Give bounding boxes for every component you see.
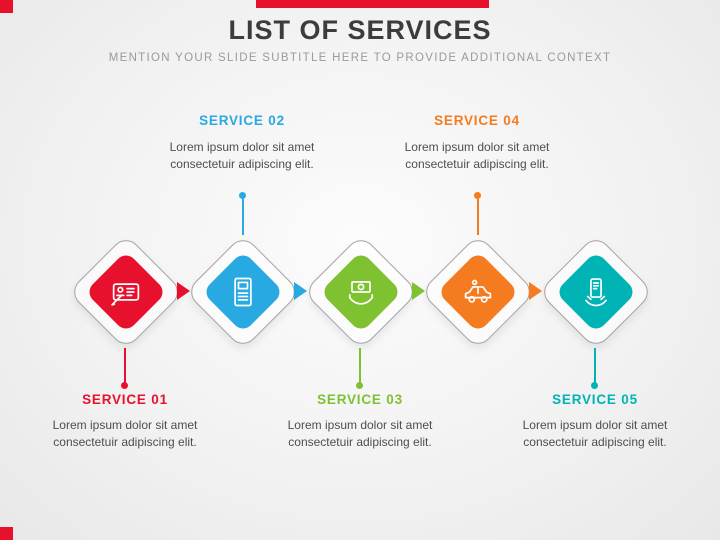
connector-dot-service-01	[121, 382, 128, 389]
connector-line-service-04	[477, 199, 479, 235]
corner-square-bottom-left	[0, 527, 13, 540]
service-02-label: SERVICE 02	[199, 113, 285, 128]
money-hands-icon	[348, 281, 374, 305]
connector-line-service-01	[124, 348, 126, 383]
service-05-label: SERVICE 05	[552, 392, 638, 407]
diamond-inner-service-03	[319, 250, 403, 334]
top-accent-bar	[256, 0, 489, 8]
diamond-service-02	[185, 234, 301, 350]
device-hands-icon	[585, 278, 607, 307]
flow-arrow-2-icon	[294, 282, 307, 300]
service-03-description: Lorem ipsum dolor sit amet consectetuir …	[287, 418, 433, 450]
diamond-inner-service-04	[436, 250, 520, 334]
diamond-inner-service-01	[84, 250, 168, 334]
service-01-description: Lorem ipsum dolor sit amet consectetuir …	[52, 418, 198, 450]
service-01-label: SERVICE 01	[82, 392, 168, 407]
corner-square-top-left	[0, 0, 13, 13]
diamond-service-01	[68, 234, 184, 350]
diamond-service-03	[303, 234, 419, 350]
atm-machine-icon	[234, 277, 252, 307]
connector-line-service-02	[242, 199, 244, 235]
connector-dot-service-03	[356, 382, 363, 389]
connector-line-service-05	[594, 348, 596, 383]
diamond-inner-service-05	[554, 250, 638, 334]
flow-arrow-1-icon	[177, 282, 190, 300]
service-04-description: Lorem ipsum dolor sit amet consectetuir …	[404, 140, 550, 172]
page-title: LIST OF SERVICES	[228, 15, 492, 45]
id-card-icon	[111, 283, 140, 306]
car-service-icon	[464, 279, 492, 303]
page-subtitle: MENTION YOUR SLIDE SUBTITLE HERE TO PROV…	[108, 52, 612, 64]
flow-arrow-3-icon	[412, 282, 425, 300]
service-05-description: Lorem ipsum dolor sit amet consectetuir …	[522, 418, 668, 450]
connector-dot-service-02	[239, 192, 246, 199]
service-03-label: SERVICE 03	[317, 392, 403, 407]
service-04-label: SERVICE 04	[434, 113, 520, 128]
connector-dot-service-05	[591, 382, 598, 389]
diamond-inner-service-02	[201, 250, 285, 334]
flow-arrow-4-icon	[529, 282, 542, 300]
diamond-service-04	[420, 234, 536, 350]
service-02-description: Lorem ipsum dolor sit amet consectetuir …	[169, 140, 315, 172]
connector-line-service-03	[359, 348, 361, 383]
connector-dot-service-04	[474, 192, 481, 199]
diamond-service-05	[538, 234, 654, 350]
